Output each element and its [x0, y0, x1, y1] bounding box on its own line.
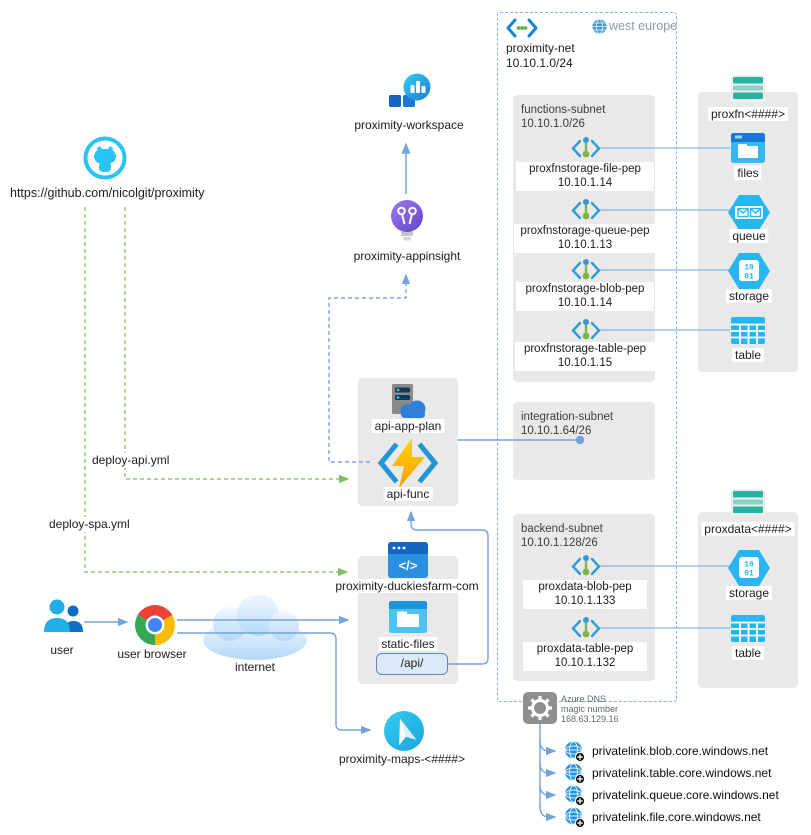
table-label: table — [731, 348, 765, 362]
azure-maps-icon — [384, 711, 424, 751]
queue-label: queue — [729, 229, 769, 243]
deploy-api-connector — [124, 207, 350, 484]
appinsight-label: proximity-appinsight — [350, 249, 464, 263]
internet-label: internet — [234, 660, 276, 674]
blob-storage-icon: 10 01 — [728, 550, 770, 586]
function-app-icon — [377, 438, 439, 488]
dns-title: Azure DNS — [561, 694, 607, 704]
table-label: table — [731, 646, 765, 660]
dns-branch-lines — [539, 724, 557, 822]
dns-zone-label: privatelink.blob.core.windows.net — [592, 744, 769, 758]
dns-zone-label: privatelink.file.core.windows.net — [592, 810, 761, 824]
backend-subnet-name: backend-subnet — [521, 523, 603, 535]
app-service-plan-icon — [392, 384, 426, 418]
private-endpoint-icon — [571, 259, 601, 280]
vnet-cidr: 10.10.1.0/24 — [506, 56, 573, 70]
api-app-plan-label: api-app-plan — [371, 419, 445, 433]
svg-text:10: 10 — [744, 264, 754, 273]
vnet-name: proximity-net — [506, 41, 575, 55]
dns-zone-icon — [564, 741, 586, 763]
region-label: west europe — [609, 19, 678, 33]
azure-dns-icon — [523, 692, 557, 724]
svg-text:01: 01 — [744, 273, 754, 282]
static-files-label: static-files — [378, 637, 438, 651]
private-endpoint-icon — [571, 199, 601, 220]
svg-text:01: 01 — [744, 570, 754, 579]
duckiesfarm-label: proximity-duckiesfarm-com — [332, 579, 482, 593]
dns-zone-label: privatelink.table.core.windows.net — [592, 766, 772, 780]
deploy-spa-label: deploy-spa.yml — [47, 517, 132, 532]
private-endpoint-icon — [571, 617, 601, 638]
files-share-icon — [731, 133, 765, 163]
table-storage-icon — [731, 317, 765, 344]
table-storage-icon — [731, 615, 765, 642]
github-url: https://github.com/nicolgit/proximity — [10, 186, 205, 200]
functions-subnet-cidr: 10.10.1.0/26 — [521, 118, 585, 130]
proxfn-label: proxfn<####> — [707, 107, 789, 121]
private-endpoint-icon — [571, 137, 601, 158]
files-label: files — [734, 166, 762, 180]
integration-subnet-name: integration-subnet — [521, 411, 614, 423]
workspace-label: proximity-workspace — [351, 118, 467, 132]
svg-text:10: 10 — [744, 561, 754, 570]
private-endpoint-icon — [571, 555, 601, 576]
dns-zone-icon — [564, 785, 586, 807]
storage-account-icon — [731, 489, 765, 516]
region-globe-icon — [592, 19, 607, 34]
github-icon — [83, 136, 127, 180]
deploy-spa-connector — [84, 207, 349, 577]
user-label: user — [50, 643, 74, 657]
vnet-region — [497, 12, 677, 702]
queue-icon — [728, 195, 770, 230]
integration-endpoint-dot — [575, 435, 585, 445]
api-func-label: api-func — [383, 487, 433, 501]
appinsight-icon — [391, 200, 423, 241]
func-to-appinsight-connector — [328, 273, 411, 463]
pep-link-lines — [600, 147, 730, 629]
maps-label: proximity-maps-<####> — [338, 752, 466, 766]
proxdata-label: proxdata<####> — [701, 522, 795, 536]
dns-subtitle: magic number — [561, 704, 619, 714]
svg-text:</>: </> — [399, 558, 418, 573]
workspace-icon — [389, 73, 431, 107]
functions-subnet-name: functions-subnet — [521, 104, 606, 116]
backend-subnet-cidr: 10.10.1.128/26 — [521, 537, 598, 549]
integration-subnet-cidr: 10.10.1.64/26 — [521, 425, 592, 437]
storage-account-icon — [731, 75, 765, 102]
storage-label: storage — [725, 586, 773, 600]
apiroute-to-func-connector — [406, 510, 489, 665]
api-route-chip: /api/ — [376, 653, 448, 675]
dns-zone-icon — [564, 807, 586, 829]
static-web-app-icon: </> — [388, 542, 428, 578]
vnet-icon — [506, 18, 538, 38]
user-icon — [44, 599, 83, 632]
user-browser-label: user browser — [117, 647, 187, 661]
static-files-icon — [389, 601, 427, 633]
dns-zone-label: privatelink.queue.core.windows.net — [592, 788, 779, 802]
deploy-api-label: deploy-api.yml — [90, 453, 172, 468]
browser-to-maps-connector — [177, 632, 372, 735]
blob-storage-icon: 10 01 — [728, 253, 770, 289]
dns-zone-icon — [564, 763, 586, 785]
private-endpoint-icon — [571, 319, 601, 340]
chrome-browser-icon — [135, 605, 175, 645]
dns-ip: 168.63.129.16 — [561, 714, 619, 724]
storage-label: storage — [725, 289, 773, 303]
